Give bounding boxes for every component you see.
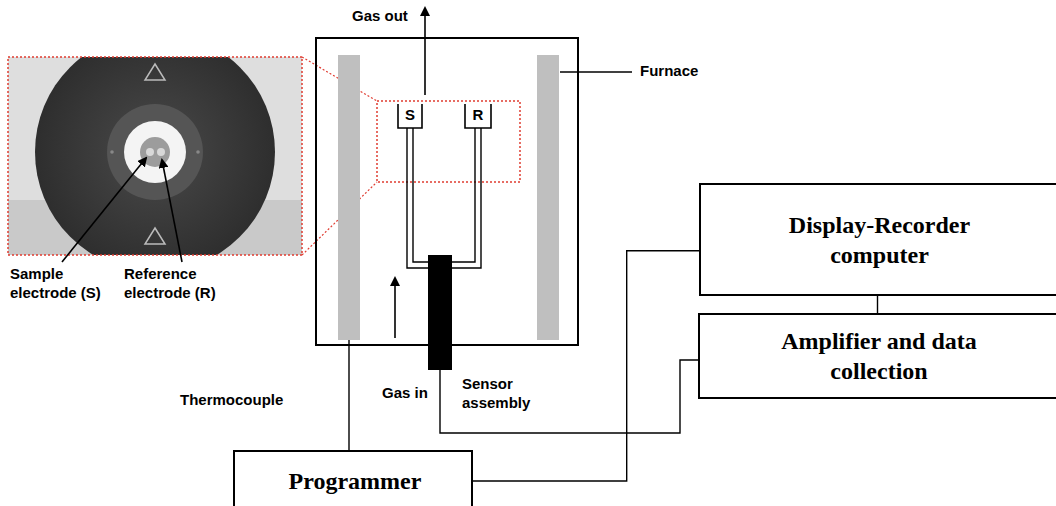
pointer-arrow — [162, 160, 182, 262]
sensor-wire — [407, 128, 428, 268]
sample-cup — [398, 104, 422, 128]
inset-border — [8, 57, 302, 255]
flow-label: Gas out — [352, 7, 408, 26]
box-text: Display-Recorder computer — [760, 210, 1000, 270]
lid-dot — [196, 150, 200, 154]
lid-ring — [107, 104, 203, 200]
sample-pan — [146, 148, 154, 156]
sensor-assembly — [428, 255, 452, 370]
electrode-letter: S — [402, 106, 418, 125]
gas-out-arrow — [424, 8, 426, 95]
process-box: Amplifier and data collection — [698, 313, 1056, 399]
gas-in-arrow — [394, 278, 396, 338]
thermocouple-wire — [348, 340, 349, 451]
part-label: Sample electrode (S) — [10, 265, 118, 303]
reference-cup — [465, 104, 491, 128]
signal-wire — [440, 360, 699, 433]
instrument-photo — [8, 57, 302, 255]
furnace-lid — [35, 57, 275, 255]
box-text: Programmer — [245, 466, 465, 496]
warning-triangle — [145, 64, 165, 80]
process-box: Programmer — [233, 450, 473, 506]
part-label: Sensor assembly — [462, 375, 544, 413]
sensor-plate — [140, 137, 170, 167]
heating-element — [338, 55, 360, 340]
reference-pan — [157, 148, 165, 156]
process-box: Display-Recorder computer — [699, 183, 1056, 296]
box-text: Amplifier and data collection — [759, 326, 999, 386]
connector-line — [877, 296, 878, 313]
sensor-wire — [452, 128, 481, 268]
lid-dot — [110, 150, 114, 154]
warning-triangle — [145, 228, 165, 244]
flow-label: Gas in — [382, 384, 428, 403]
part-label: Thermocouple — [180, 391, 283, 410]
electrode-letter: R — [470, 106, 486, 125]
leader-line — [560, 71, 632, 72]
heating-element — [537, 55, 559, 340]
part-label: Furnace — [640, 62, 698, 81]
part-label: Reference electrode (R) — [124, 265, 238, 303]
pointer-arrow — [62, 158, 146, 262]
zoom-box — [377, 101, 520, 182]
connector-line — [473, 251, 699, 481]
